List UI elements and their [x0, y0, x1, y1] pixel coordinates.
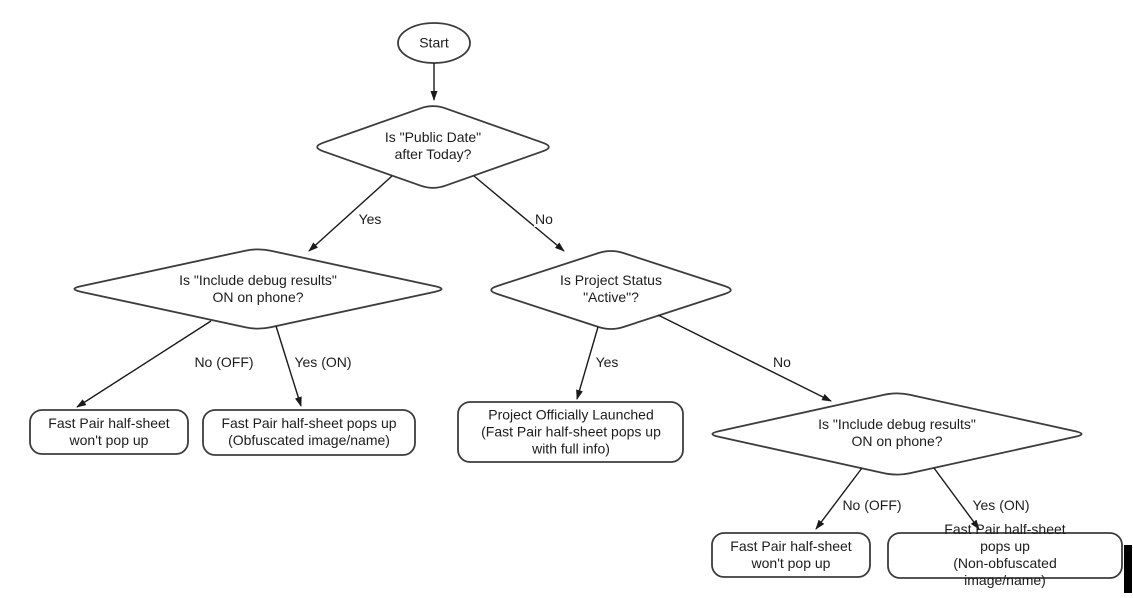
edge-debug-left-no: [76, 320, 212, 408]
edge-debug-right-no-label: No (OFF): [841, 497, 903, 513]
edge-debug-right-no: [815, 467, 863, 530]
text-cursor-artifact: [1124, 545, 1132, 593]
edge-public-date-yes: [308, 175, 393, 252]
edge-debug-left-yes: [275, 325, 302, 407]
edge-debug-right-yes: [933, 467, 980, 530]
decision-debug-left-shape: [73, 248, 443, 330]
outcome-no-popup-left-shape: [29, 409, 189, 455]
edge-public-date-yes-label: Yes: [357, 211, 383, 227]
edge-status-yes: [576, 326, 599, 400]
start-node-shape: [397, 22, 471, 64]
edge-debug-left-no-label: No (OFF): [193, 354, 255, 370]
decision-project-status-shape: [490, 250, 732, 330]
outcome-obfuscated-shape: [202, 409, 416, 456]
edge-debug-right-yes-label: Yes (ON): [971, 497, 1031, 513]
decision-debug-right-shape: [711, 392, 1083, 476]
edge-status-no: [657, 314, 832, 402]
edge-debug-left-yes-label: Yes (ON): [293, 354, 353, 370]
outcome-no-popup-right-shape: [711, 532, 871, 578]
edge-status-no-label: No: [772, 354, 792, 370]
edge-status-yes-label: Yes: [594, 354, 620, 370]
decision-public-date-shape: [316, 105, 550, 189]
outcome-launched-shape: [457, 401, 684, 463]
edge-public-date-no: [473, 175, 565, 252]
edge-public-date-no-label: No: [534, 211, 554, 227]
outcome-non-obfuscated-shape: [887, 532, 1123, 579]
